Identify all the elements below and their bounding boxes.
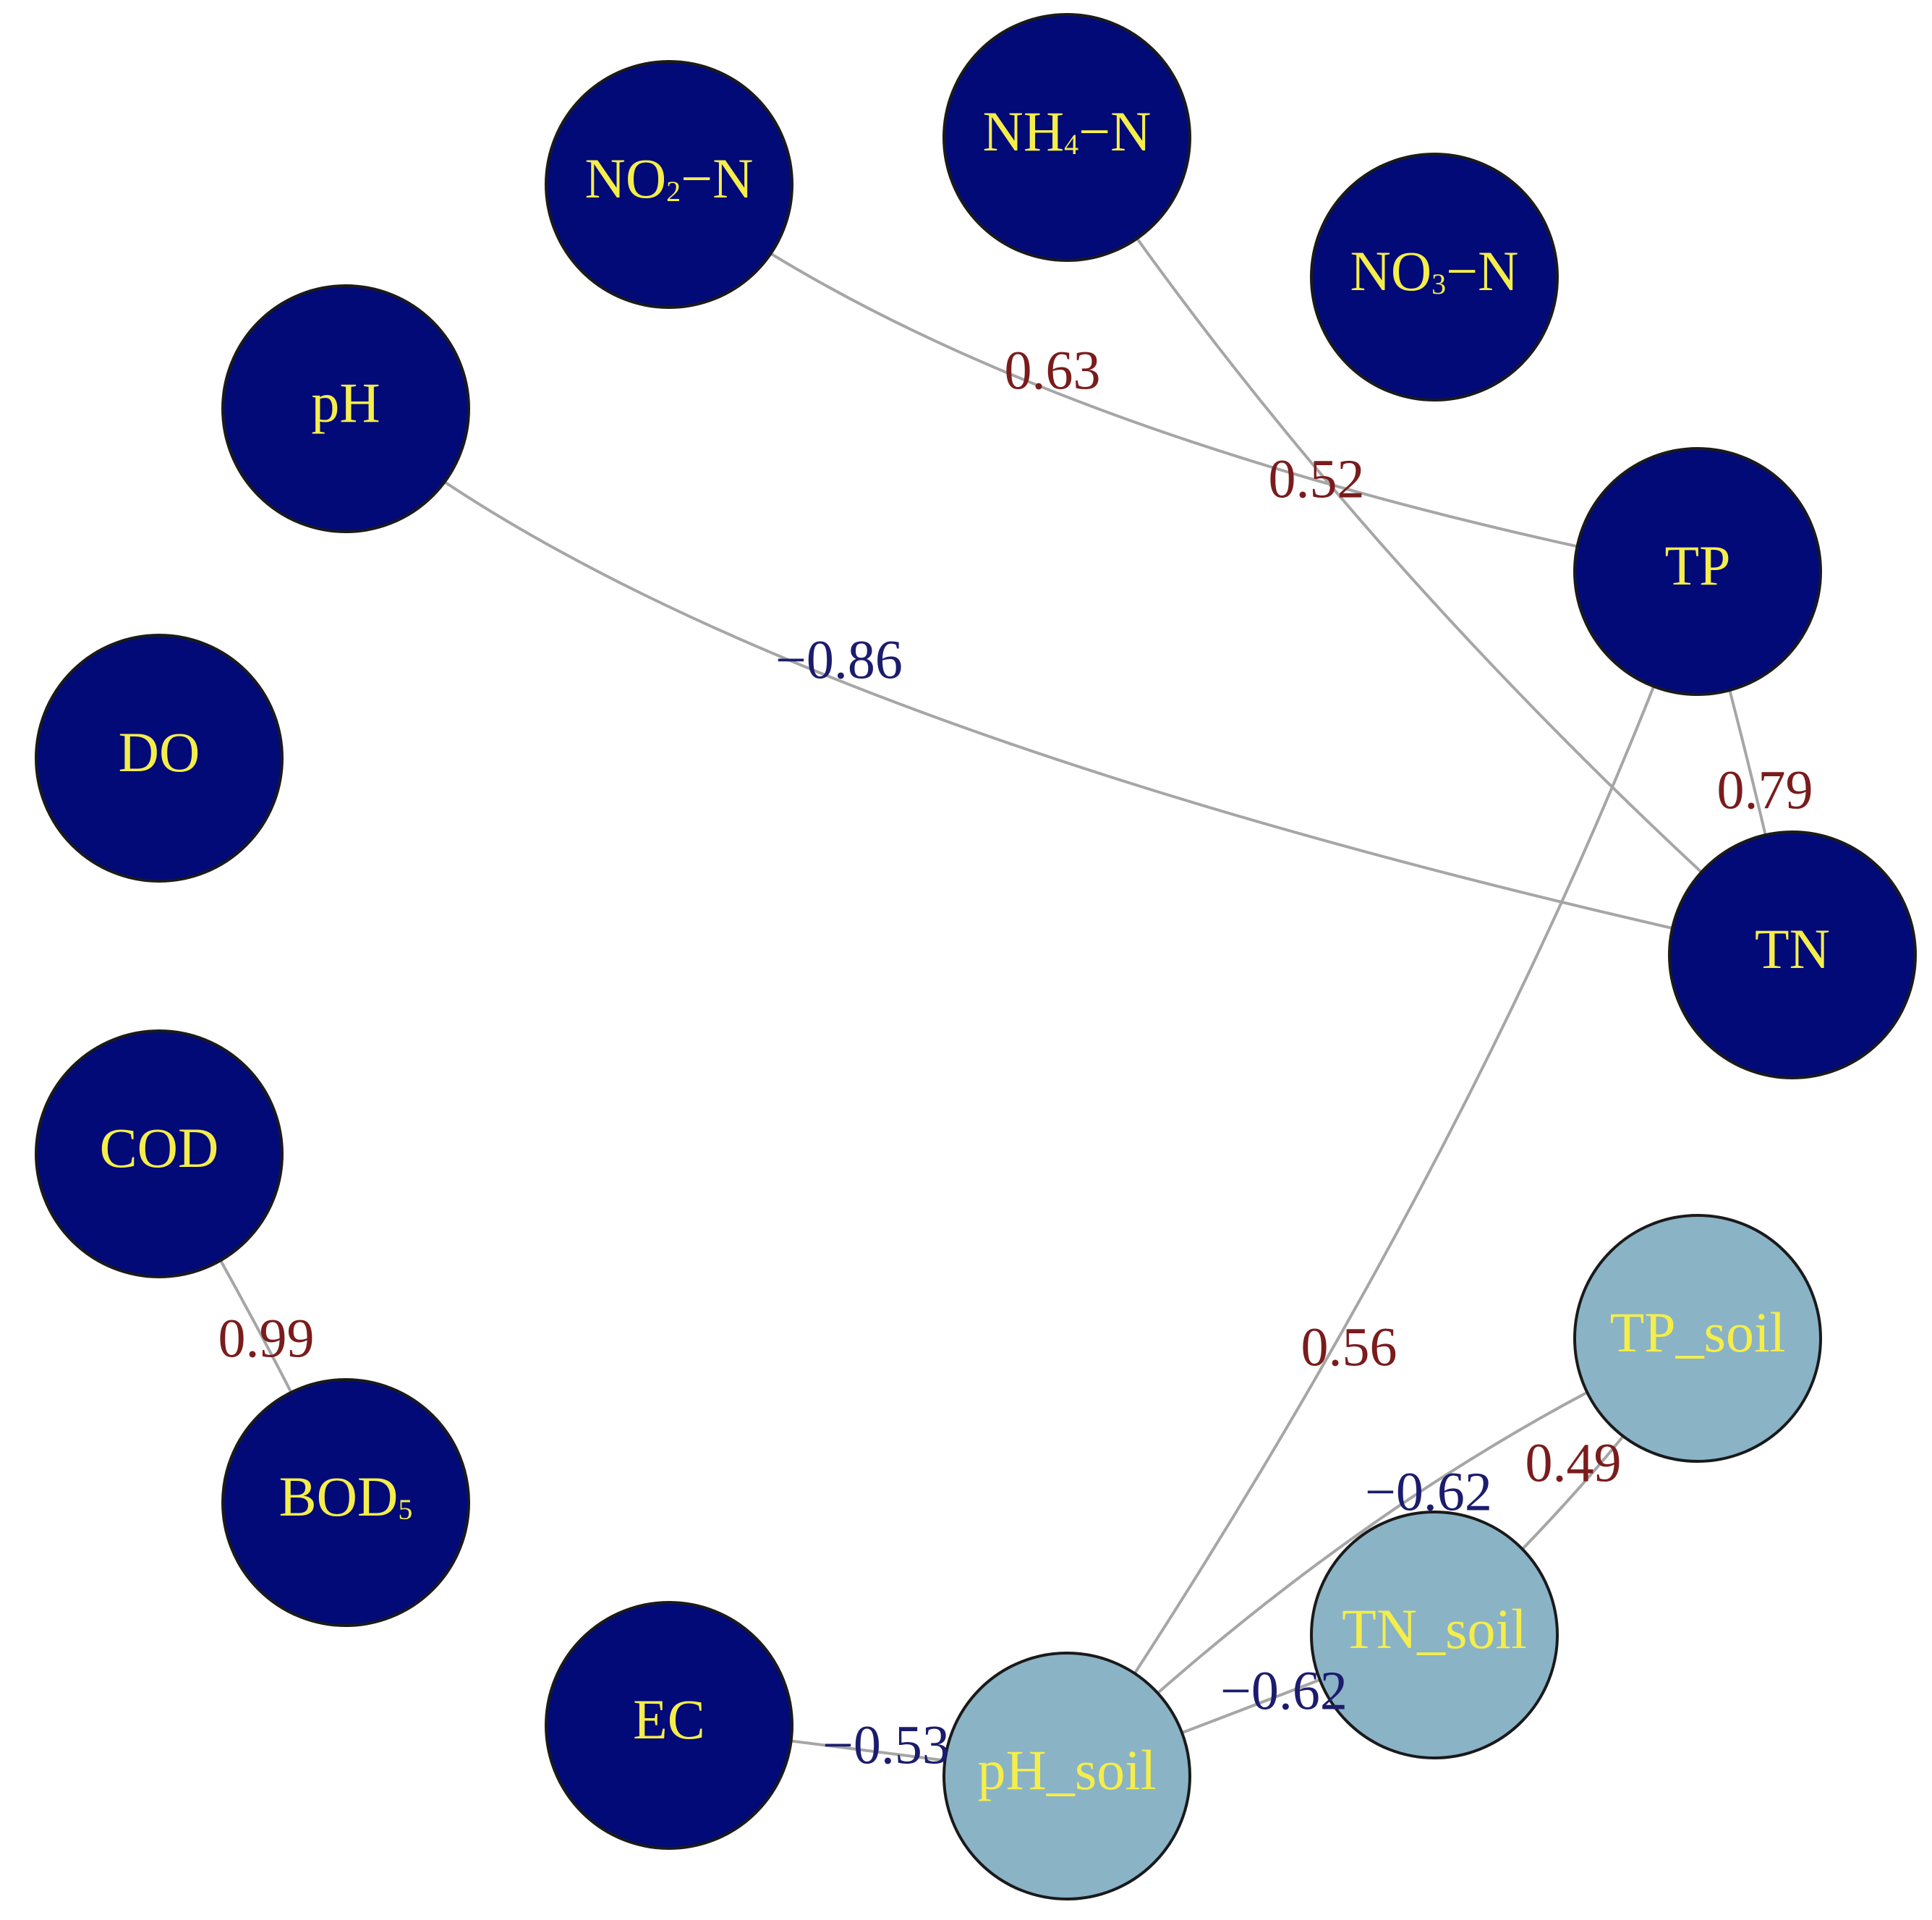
- node-label: NO2−N: [585, 147, 754, 210]
- node-label: COD: [100, 1116, 219, 1179]
- edge-NH4-N-TN: [1065, 136, 1794, 956]
- node-label: BOD5: [279, 1465, 413, 1528]
- node-circle: [1573, 1214, 1822, 1463]
- edge-weight-label: 0.99: [218, 1308, 315, 1369]
- node-label-text: TN_soil: [1342, 1597, 1527, 1660]
- node-NO3-N: NO3−N: [1310, 153, 1559, 402]
- node-EC: EC: [545, 1601, 793, 1850]
- node-label: EC: [633, 1688, 705, 1751]
- node-COD: COD: [35, 1029, 284, 1278]
- node-circle: [35, 1029, 284, 1278]
- node-label-text: pH: [311, 371, 380, 434]
- node-circle: [545, 1601, 793, 1850]
- node-circle: [1573, 447, 1822, 696]
- node-label-text: TP: [1664, 534, 1730, 597]
- edge-weight-label: 0.79: [1717, 760, 1813, 820]
- node-circle: [942, 1652, 1191, 1900]
- node-TP_soil: TP_soil: [1573, 1214, 1822, 1463]
- node-DO: DO: [35, 634, 284, 883]
- node-label-text: pH_soil: [977, 1738, 1156, 1801]
- node-label-text: NH: [983, 100, 1065, 163]
- edge-weight-label: −0.62: [1365, 1461, 1492, 1522]
- node-TN_soil: TN_soil: [1310, 1511, 1559, 1759]
- node-label-subscript: 3: [1431, 268, 1446, 300]
- node-NH4-N: NH4−N: [942, 13, 1191, 262]
- edge-weight-label: 0.63: [1005, 340, 1101, 401]
- node-label: pH_soil: [977, 1738, 1156, 1801]
- node-label: TP_soil: [1610, 1301, 1786, 1364]
- node-label-subscript: 5: [398, 1493, 412, 1526]
- nodes-layer: NO2−NNH4−NNO3−NpHTPDOTNCODBOD5ECTP_soilT…: [35, 13, 1917, 1900]
- node-circle: [1310, 153, 1559, 402]
- node-circle: [1310, 1511, 1559, 1759]
- node-label-text: TN: [1755, 917, 1830, 980]
- node-label-suffix: −N: [681, 147, 753, 210]
- node-label-suffix: −N: [1446, 239, 1518, 302]
- node-circle: [221, 284, 470, 533]
- edge-weight-label: 0.49: [1525, 1432, 1622, 1493]
- edge-TP-pH_soil: [1065, 571, 1699, 1777]
- node-NO2-N: NO2−N: [545, 60, 793, 309]
- edge-NO2-N-TP: [668, 183, 1698, 573]
- edge-labels-layer: 0.63 0.52 −0.86 0.79 0.56 0.99 −0.62 0.49 −0.62 −…: [218, 340, 1813, 1775]
- node-circle: [35, 634, 284, 883]
- node-label-text: EC: [633, 1688, 705, 1751]
- node-label-text: NO: [585, 147, 667, 210]
- node-label: NO3−N: [1350, 239, 1519, 302]
- node-pH: pH: [221, 284, 470, 533]
- edge-weight-label: −0.62: [1220, 1660, 1348, 1721]
- node-label-subscript: 4: [1064, 128, 1078, 161]
- node-label-suffix: −N: [1078, 100, 1151, 163]
- node-label-text: TP_soil: [1610, 1301, 1786, 1364]
- edge-weight-label: −0.53: [822, 1715, 950, 1775]
- node-label-text: BOD: [279, 1465, 399, 1528]
- edge-weight-label: 0.56: [1301, 1317, 1397, 1377]
- node-label-subscript: 2: [666, 175, 681, 208]
- node-BOD5: BOD5: [221, 1378, 470, 1627]
- node-circle: [221, 1378, 470, 1627]
- edge-pH-TN: [344, 407, 1793, 956]
- node-label: pH: [311, 371, 380, 434]
- node-pH_soil: pH_soil: [942, 1652, 1191, 1900]
- edge-weight-label: 0.52: [1269, 449, 1365, 509]
- node-label: TP: [1664, 534, 1730, 597]
- node-label-text: DO: [119, 721, 200, 783]
- node-circle: [942, 13, 1191, 262]
- node-label: TN: [1755, 917, 1830, 980]
- node-circle: [1668, 831, 1917, 1079]
- node-label: DO: [119, 721, 200, 783]
- node-label-text: NO: [1350, 239, 1432, 302]
- edge-weight-label: −0.86: [775, 629, 903, 690]
- node-label-text: COD: [100, 1116, 219, 1179]
- node-TN: TN: [1668, 831, 1917, 1079]
- node-label: TN_soil: [1342, 1597, 1527, 1660]
- node-label: NH4−N: [983, 100, 1152, 163]
- node-circle: [545, 60, 793, 309]
- node-TP: TP: [1573, 447, 1822, 696]
